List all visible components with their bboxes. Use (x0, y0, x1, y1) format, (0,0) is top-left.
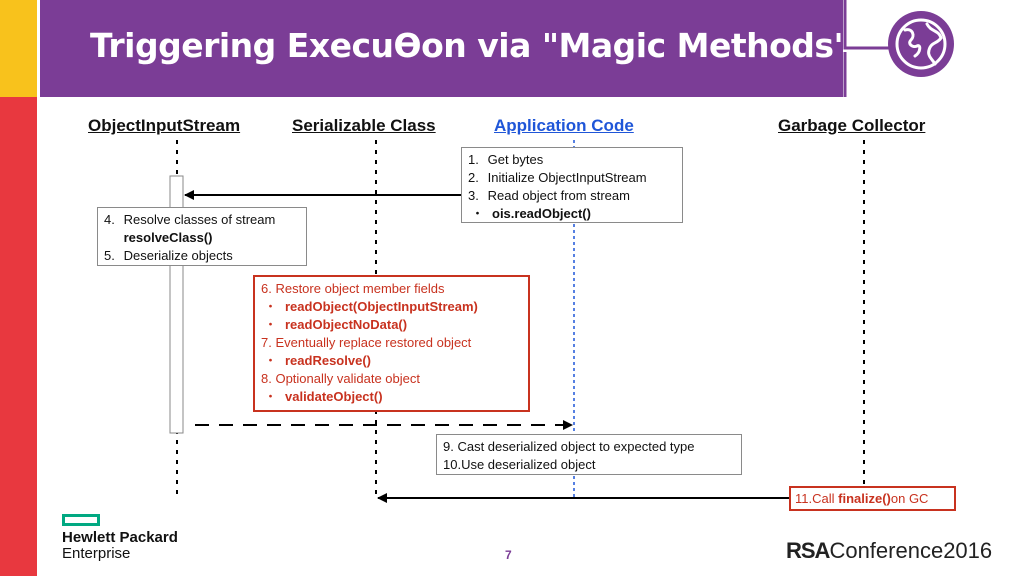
globe-icon (843, 0, 954, 97)
note-application-steps: 1. Get bytes 2. Initialize ObjectInputSt… (461, 147, 683, 223)
hpe-logo-line2: Enterprise (62, 545, 131, 562)
note-use-object: 9. Cast deserialized object to expected … (436, 434, 742, 475)
note-magic-methods: 6. Restore object member fields ・readObj… (253, 275, 530, 412)
accent-stripe-red (0, 97, 37, 576)
hpe-logo: Hewlett Packard Enterprise (62, 514, 178, 562)
lane-garbage-collector: Garbage Collector (778, 116, 926, 135)
lane-serializable-class: Serializable Class (292, 116, 436, 135)
page-number: 7 (505, 548, 512, 562)
page-title: Triggering ExecuƟon via "Magic Methods" (90, 26, 851, 65)
accent-stripe-yellow (0, 0, 37, 97)
lane-object-input-stream: ObjectInputStream (88, 116, 241, 135)
rsa-conference-logo: RSAConference2016 (786, 538, 993, 563)
hpe-logo-line1: Hewlett Packard (62, 529, 178, 546)
hpe-logo-bar (62, 514, 100, 526)
lane-application-code: Application Code (494, 116, 634, 135)
note-finalize: 11.Call finalize() on GC (789, 486, 956, 511)
note-ois-steps: 4. Resolve classes of stream resolveClas… (97, 207, 307, 266)
header-bar (40, 0, 843, 97)
